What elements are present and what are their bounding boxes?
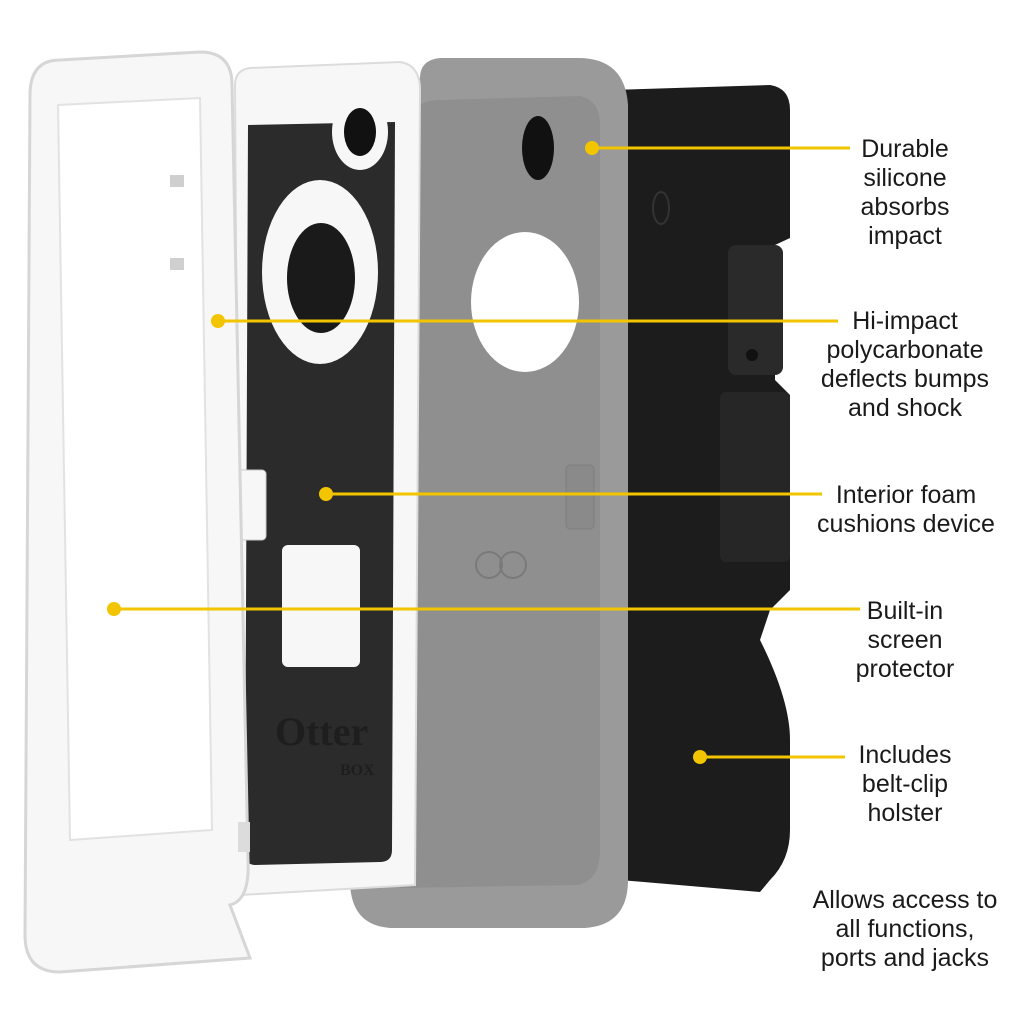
callout-holster-label: Includes belt-clip holster xyxy=(858,741,952,827)
polycarbonate-shell: Otter BOX xyxy=(225,60,422,897)
callout-screen-protector-label: Built-in screen protector xyxy=(855,597,955,683)
callout-lines xyxy=(114,146,860,759)
brand-logo-bottom: BOX xyxy=(340,762,375,779)
screen-frame xyxy=(23,50,253,974)
callout-dot-foam xyxy=(319,487,333,501)
callout-foam-label: Interior foam cushions device xyxy=(817,481,995,538)
callout-polycarbonate-label: Hi-impact polycarbonate deflects bumps a… xyxy=(820,307,990,422)
callout-dots xyxy=(107,141,707,764)
belt-clip-holster xyxy=(610,85,790,892)
callout-dot-holster xyxy=(693,750,707,764)
callout-dot-polycarbonate xyxy=(211,314,225,328)
callout-access-label: Allows access to all functions, ports an… xyxy=(812,886,998,972)
callout-dot-silicone xyxy=(585,141,599,155)
callout-dot-screen xyxy=(107,602,121,616)
brand-logo-top: Otter xyxy=(275,709,368,754)
callout-silicone-label: Durable silicone absorbs impact xyxy=(860,135,950,250)
